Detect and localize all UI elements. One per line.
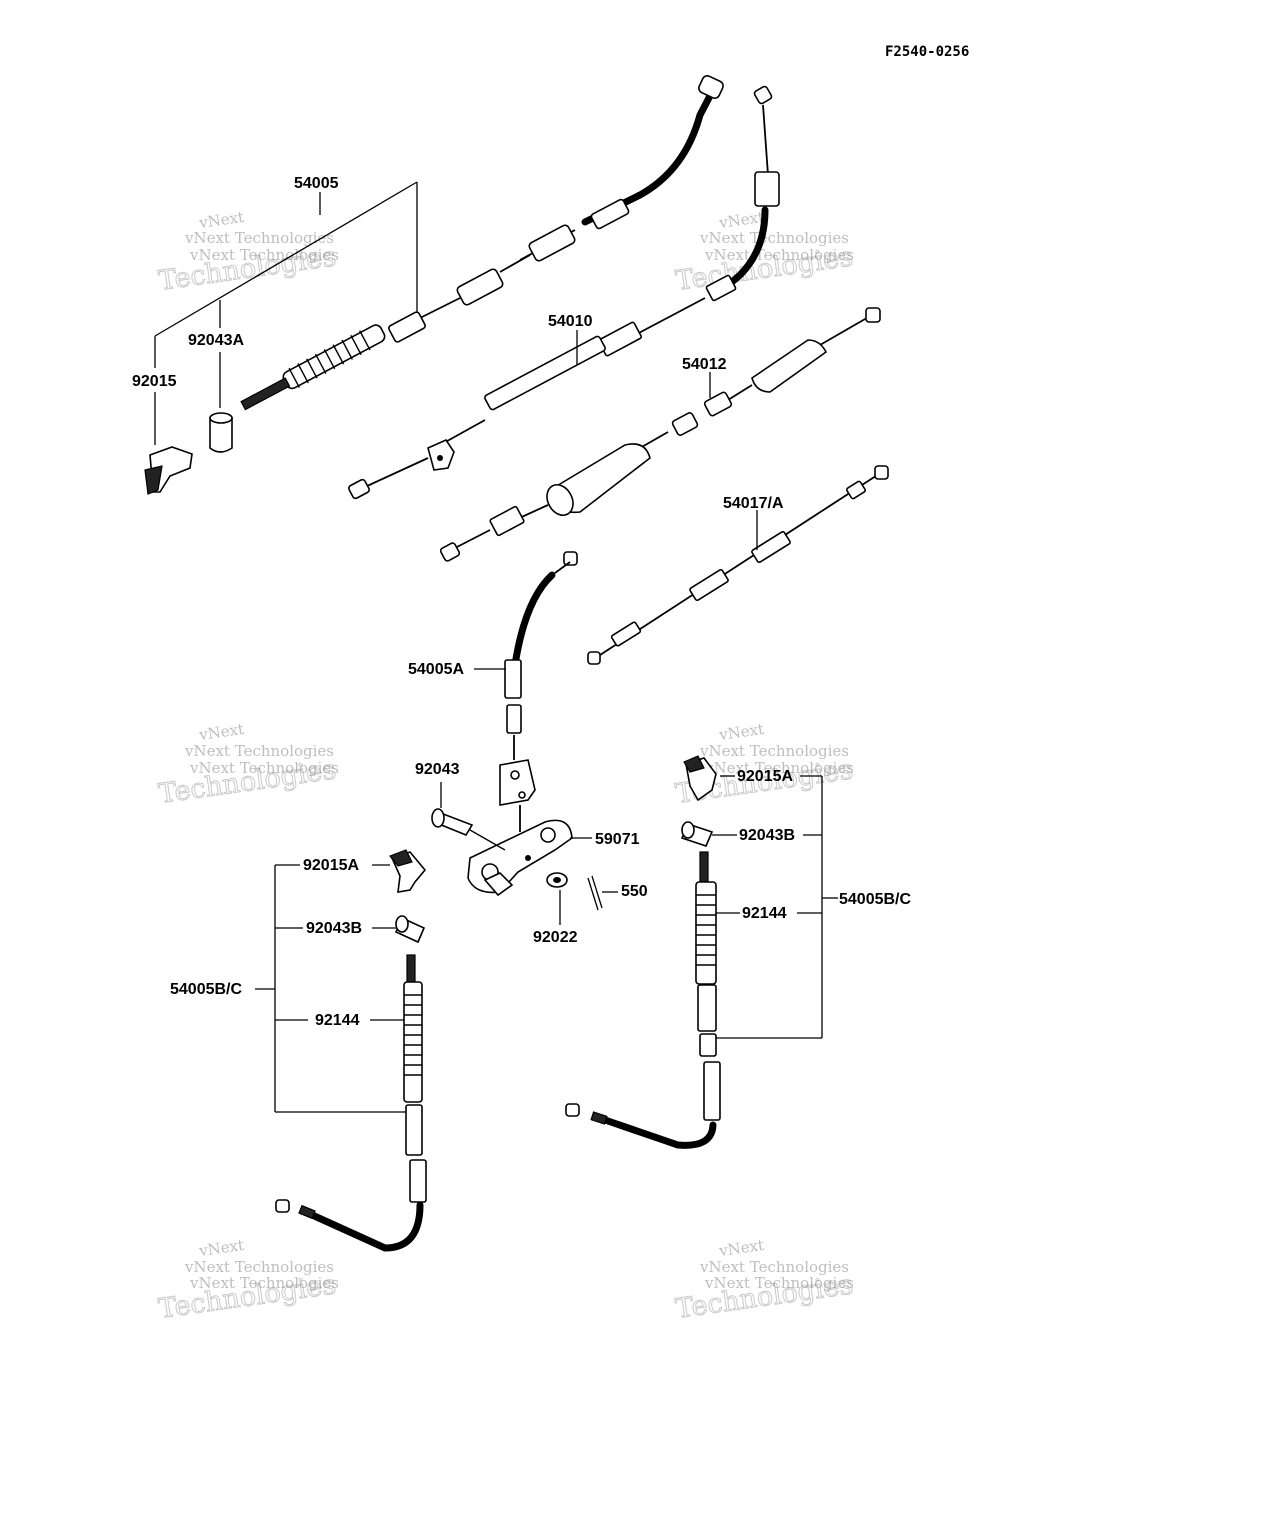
svg-text:vNext Technologies: vNext Technologies xyxy=(699,229,849,247)
label-54005BC-left: 54005B/C xyxy=(170,981,242,998)
watermark-bottom-right: vNext vNext Technologies Technologies vN… xyxy=(673,1236,855,1326)
svg-text:vNext Technologies: vNext Technologies xyxy=(699,1258,849,1276)
label-54012: 54012 xyxy=(682,356,727,373)
leader-54005 xyxy=(154,181,418,445)
label-54005BC-right: 54005B/C xyxy=(839,891,911,908)
svg-text:vNext: vNext xyxy=(717,720,765,744)
label-92022: 92022 xyxy=(533,929,578,946)
label-92043A: 92043A xyxy=(188,332,244,349)
label-92015: 92015 xyxy=(132,373,177,390)
label-92015A-left: 92015A xyxy=(303,857,359,874)
drawing-code: F2540-0256 xyxy=(885,44,969,60)
part-92043 xyxy=(431,808,506,851)
part-92022 xyxy=(546,872,568,925)
svg-text:vNext Technologies: vNext Technologies xyxy=(184,742,334,760)
leader-54005BC-left xyxy=(255,864,406,1113)
svg-text:vNext Technologies: vNext Technologies xyxy=(704,246,854,264)
cable-54005A xyxy=(504,551,578,760)
svg-text:vNext: vNext xyxy=(197,1236,245,1260)
part-550 xyxy=(587,875,618,911)
label-54005: 54005 xyxy=(294,175,339,192)
cable-54012 xyxy=(439,307,881,562)
part-92015 xyxy=(144,446,193,495)
label-92043: 92043 xyxy=(415,761,460,778)
cable-54005BC-left xyxy=(275,849,427,1252)
bracket-59071 xyxy=(467,759,573,897)
cable-54005 xyxy=(240,75,724,411)
watermark-mid-left: vNext vNext Technologies Technologies vN… xyxy=(156,720,339,811)
label-92015A-right: 92015A xyxy=(737,768,793,785)
svg-text:vNext Technologies: vNext Technologies xyxy=(699,742,849,760)
svg-text:vNext Technologies: vNext Technologies xyxy=(184,1258,334,1276)
cable-54005BC-right xyxy=(565,755,721,1149)
part-92043A xyxy=(209,412,233,453)
label-54005A: 54005A xyxy=(408,661,464,678)
svg-text:vNext: vNext xyxy=(717,1236,765,1260)
label-59071: 59071 xyxy=(595,831,640,848)
cable-54010 xyxy=(348,85,780,500)
label-54017A: 54017/A xyxy=(723,495,784,512)
watermark-top-left: vNext vNext Technologies Technologies vN… xyxy=(156,208,339,298)
label-92144-left: 92144 xyxy=(315,1012,360,1029)
svg-text:vNext Technologies: vNext Technologies xyxy=(704,1274,854,1292)
watermark-bottom-left: vNext vNext Technologies Technologies vN… xyxy=(156,1236,339,1326)
svg-text:vNext Technologies: vNext Technologies xyxy=(189,1274,339,1292)
svg-text:vNext Technologies: vNext Technologies xyxy=(189,759,339,777)
label-92043B-left: 92043B xyxy=(306,920,362,937)
label-92144-right: 92144 xyxy=(742,905,787,922)
label-92043B-right: 92043B xyxy=(739,827,795,844)
label-550: 550 xyxy=(621,883,648,900)
svg-text:vNext: vNext xyxy=(197,720,245,744)
svg-text:vNext Technologies: vNext Technologies xyxy=(184,229,334,247)
svg-text:vNext Technologies: vNext Technologies xyxy=(704,759,854,777)
label-54010: 54010 xyxy=(548,313,593,330)
leader-54005BC-right xyxy=(712,775,838,1039)
cable-54017A xyxy=(587,465,889,665)
svg-text:vNext Technologies: vNext Technologies xyxy=(189,246,339,264)
